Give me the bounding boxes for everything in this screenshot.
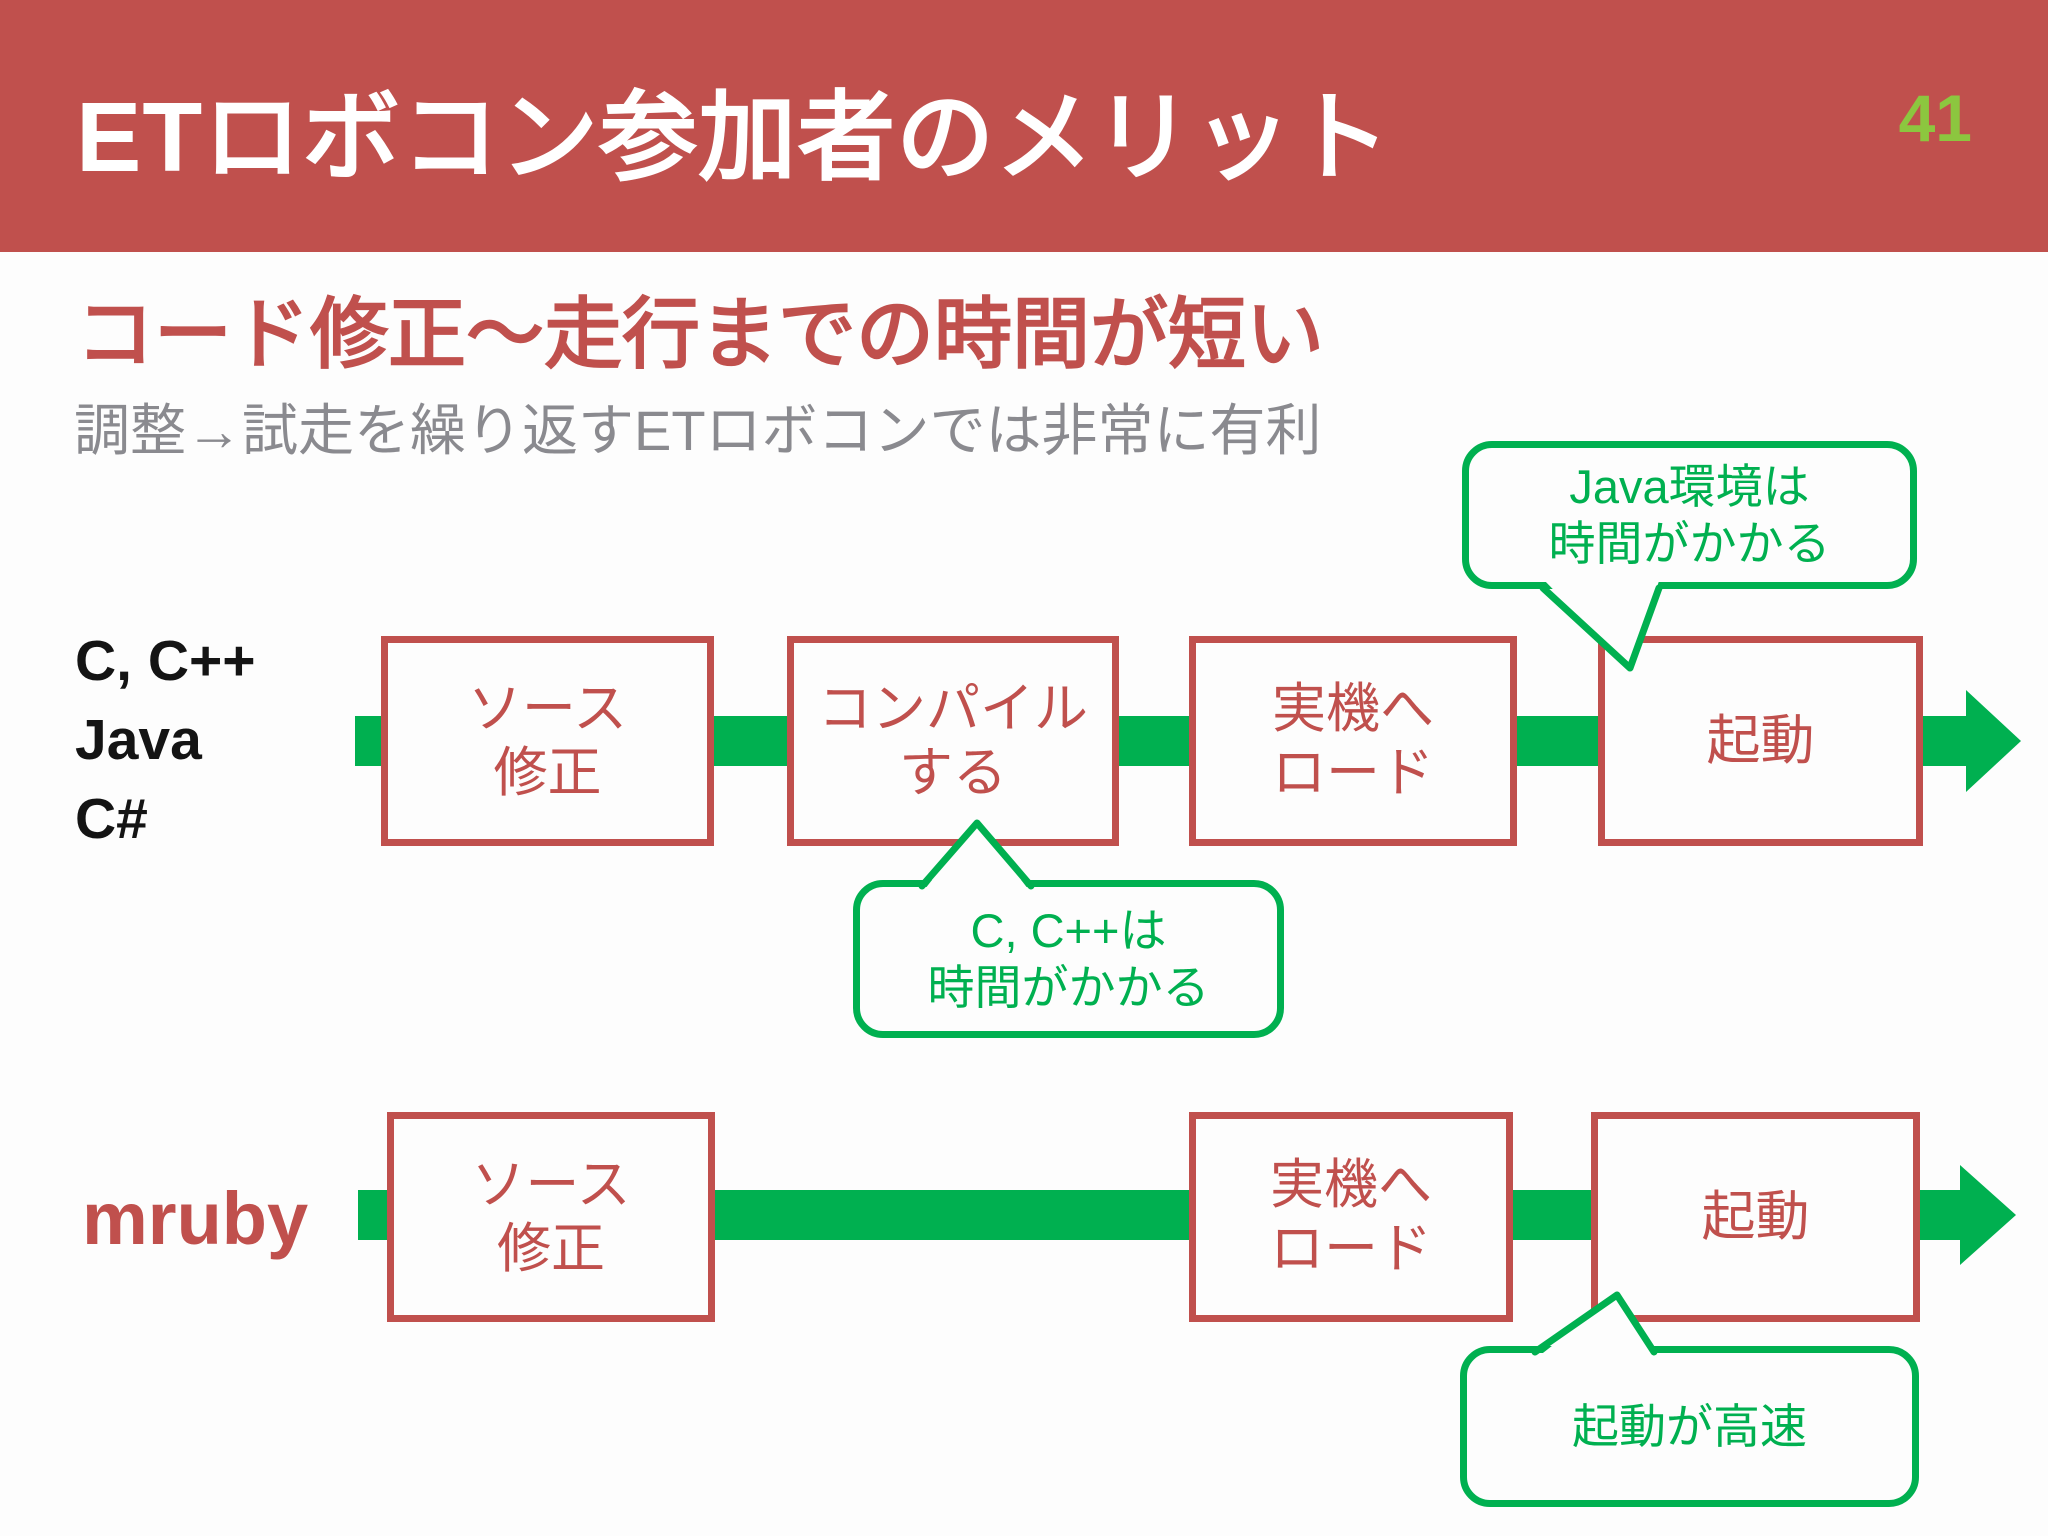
step-box-label-line: 実機へ	[1270, 1155, 1432, 1215]
step-box-label-line: ソース	[471, 1155, 631, 1215]
step-box-compile: コンパイル する	[787, 636, 1119, 846]
callout-line: C, C++は	[970, 904, 1167, 957]
step-box-boot-2: 起動	[1591, 1112, 1920, 1322]
callout-c-compile: C, C++は 時間がかかる	[853, 880, 1284, 1038]
slide-header-bar: ETロボコン参加者のメリット 41	[0, 0, 2048, 252]
step-box-label-line: 修正	[497, 1219, 605, 1279]
flow-label-languages: C, C++ Java C#	[75, 622, 256, 859]
step-box-load-device-2: 実機へ ロード	[1189, 1112, 1513, 1322]
step-box-source-fix-1: ソース 修正	[381, 636, 714, 846]
step-box-label-line: ソース	[467, 679, 628, 739]
flow-label-line: Java	[75, 708, 202, 772]
step-box-load-device-1: 実機へ ロード	[1189, 636, 1517, 846]
step-box-label-line: 起動	[1701, 1187, 1810, 1247]
step-box-label-line: 修正	[493, 743, 602, 803]
flow-label-line: C, C++	[75, 629, 256, 693]
flow-label-line: mruby	[82, 1177, 309, 1260]
callout-line: 起動が高速	[1572, 1400, 1807, 1453]
flow-label-line: C#	[75, 787, 148, 851]
step-box-label-line: 起動	[1706, 711, 1815, 771]
slide-title: ETロボコン参加者のメリット	[76, 82, 1392, 192]
page-number: 41	[1898, 81, 1972, 155]
callout-java-env: Java環境は 時間がかかる	[1462, 441, 1917, 589]
callout-line: 時間がかかる	[1548, 517, 1831, 570]
section-subheading: 調整→試走を繰り返すETロボコンでは非常に有利	[74, 399, 1322, 462]
section-heading: コード修正〜走行までの時間が短い	[76, 290, 1325, 378]
step-box-source-fix-2: ソース 修正	[387, 1112, 715, 1322]
callout-line: 時間がかかる	[927, 961, 1210, 1014]
step-box-label-line: する	[899, 743, 1007, 803]
step-box-boot-1: 起動	[1598, 636, 1923, 846]
step-box-label-line: ロード	[1272, 743, 1434, 803]
step-box-label-line: 実機へ	[1272, 679, 1434, 739]
flow-label-mruby: mruby	[82, 1176, 308, 1262]
callout-line: Java環境は	[1569, 460, 1810, 513]
step-box-label-line: コンパイル	[818, 679, 1088, 739]
callout-fast-boot: 起動が高速	[1460, 1346, 1919, 1507]
step-box-label-line: ロード	[1270, 1219, 1432, 1279]
